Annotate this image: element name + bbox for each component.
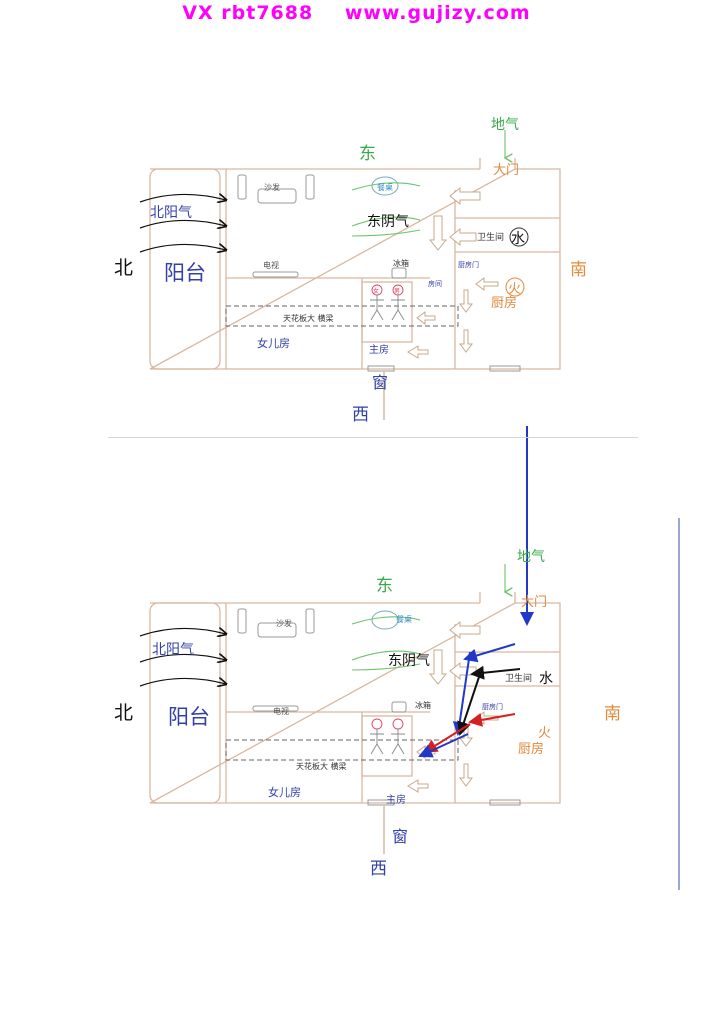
- label-balcony: 阳台: [164, 261, 206, 285]
- label-bathroom: 卫生间: [477, 231, 504, 243]
- label-window-2: 窗: [392, 827, 408, 846]
- label-male: 男: [394, 288, 400, 295]
- label-north-yang-qi: 北阳气: [150, 205, 192, 221]
- label-earth-qi: 地气: [491, 117, 519, 133]
- label-tv-2: 电视: [273, 706, 289, 716]
- label-fire: 火: [508, 282, 521, 297]
- watermark-banner: VX rbt7688 www.gujizy.com: [0, 2, 713, 24]
- label-sofa: 沙发: [264, 182, 280, 192]
- label-main-door: 大门: [493, 163, 519, 178]
- section-divider: [108, 437, 638, 438]
- label-balcony-2: 阳台: [168, 705, 210, 729]
- label-kitchen-2: 厨房: [518, 741, 544, 757]
- label-east-yin-qi-2: 东阴气: [388, 653, 430, 669]
- label-north: 北: [114, 257, 133, 279]
- label-room-door: 房间: [428, 279, 442, 288]
- label-master-room: 主房: [369, 343, 389, 356]
- label-earth-qi-2: 地气: [517, 549, 545, 565]
- label-kitchen-door: 厨房门: [458, 260, 479, 269]
- label-south-2: 南: [604, 704, 621, 724]
- label-water: 水: [511, 231, 525, 247]
- label-fire-2: 火: [538, 726, 551, 741]
- label-south: 南: [570, 260, 587, 280]
- label-north-yang-qi-2: 北阳气: [152, 642, 194, 658]
- label-kitchen: 厨房: [491, 295, 517, 311]
- right-edge-line: [678, 518, 680, 890]
- label-water-2: 水: [539, 671, 553, 687]
- label-east-2: 东: [376, 576, 393, 596]
- label-window: 窗: [372, 373, 388, 392]
- label-bathroom-2: 卫生间: [505, 672, 532, 684]
- label-east: 东: [359, 144, 376, 164]
- label-west: 西: [352, 405, 369, 425]
- label-daughter-room: 女儿房: [257, 336, 290, 350]
- label-beam: 天花板大 横梁: [283, 313, 334, 323]
- label-fridge-2: 冰箱: [415, 700, 431, 710]
- label-sofa-2: 沙发: [276, 618, 292, 628]
- label-fridge: 冰箱: [393, 258, 409, 268]
- label-female: 女: [373, 287, 379, 295]
- label-west-2: 西: [370, 859, 387, 879]
- label-east-yin-qi: 东阴气: [367, 214, 409, 230]
- banner-left: VX rbt7688: [182, 2, 314, 24]
- banner-right: www.gujizy.com: [344, 2, 531, 24]
- label-dining-table: 餐桌: [377, 182, 393, 192]
- floorplan-top-labels: 地气 东 大门 沙发 餐桌 北阳气 东阴气 卫生间 水 北 阳台 电视 冰箱 厨…: [114, 117, 587, 425]
- floorplan-bottom-labels: 地气 东 大门 沙发 餐桌 北阳气 东阴气 卫生间 水 北 阳台 电视 冰箱 厨…: [114, 549, 621, 879]
- label-master-room-2: 主房: [386, 793, 406, 806]
- label-main-door-2: 大门: [521, 595, 547, 610]
- label-tv: 电视: [263, 260, 279, 270]
- label-kitchen-door-2: 厨房门: [482, 702, 503, 711]
- label-beam-2: 天花板大 横梁: [296, 761, 347, 771]
- label-daughter-room-2: 女儿房: [268, 785, 301, 799]
- label-dining-table-2: 餐桌: [396, 614, 412, 624]
- floorplan-bottom: [140, 426, 560, 854]
- label-north-2: 北: [114, 702, 133, 724]
